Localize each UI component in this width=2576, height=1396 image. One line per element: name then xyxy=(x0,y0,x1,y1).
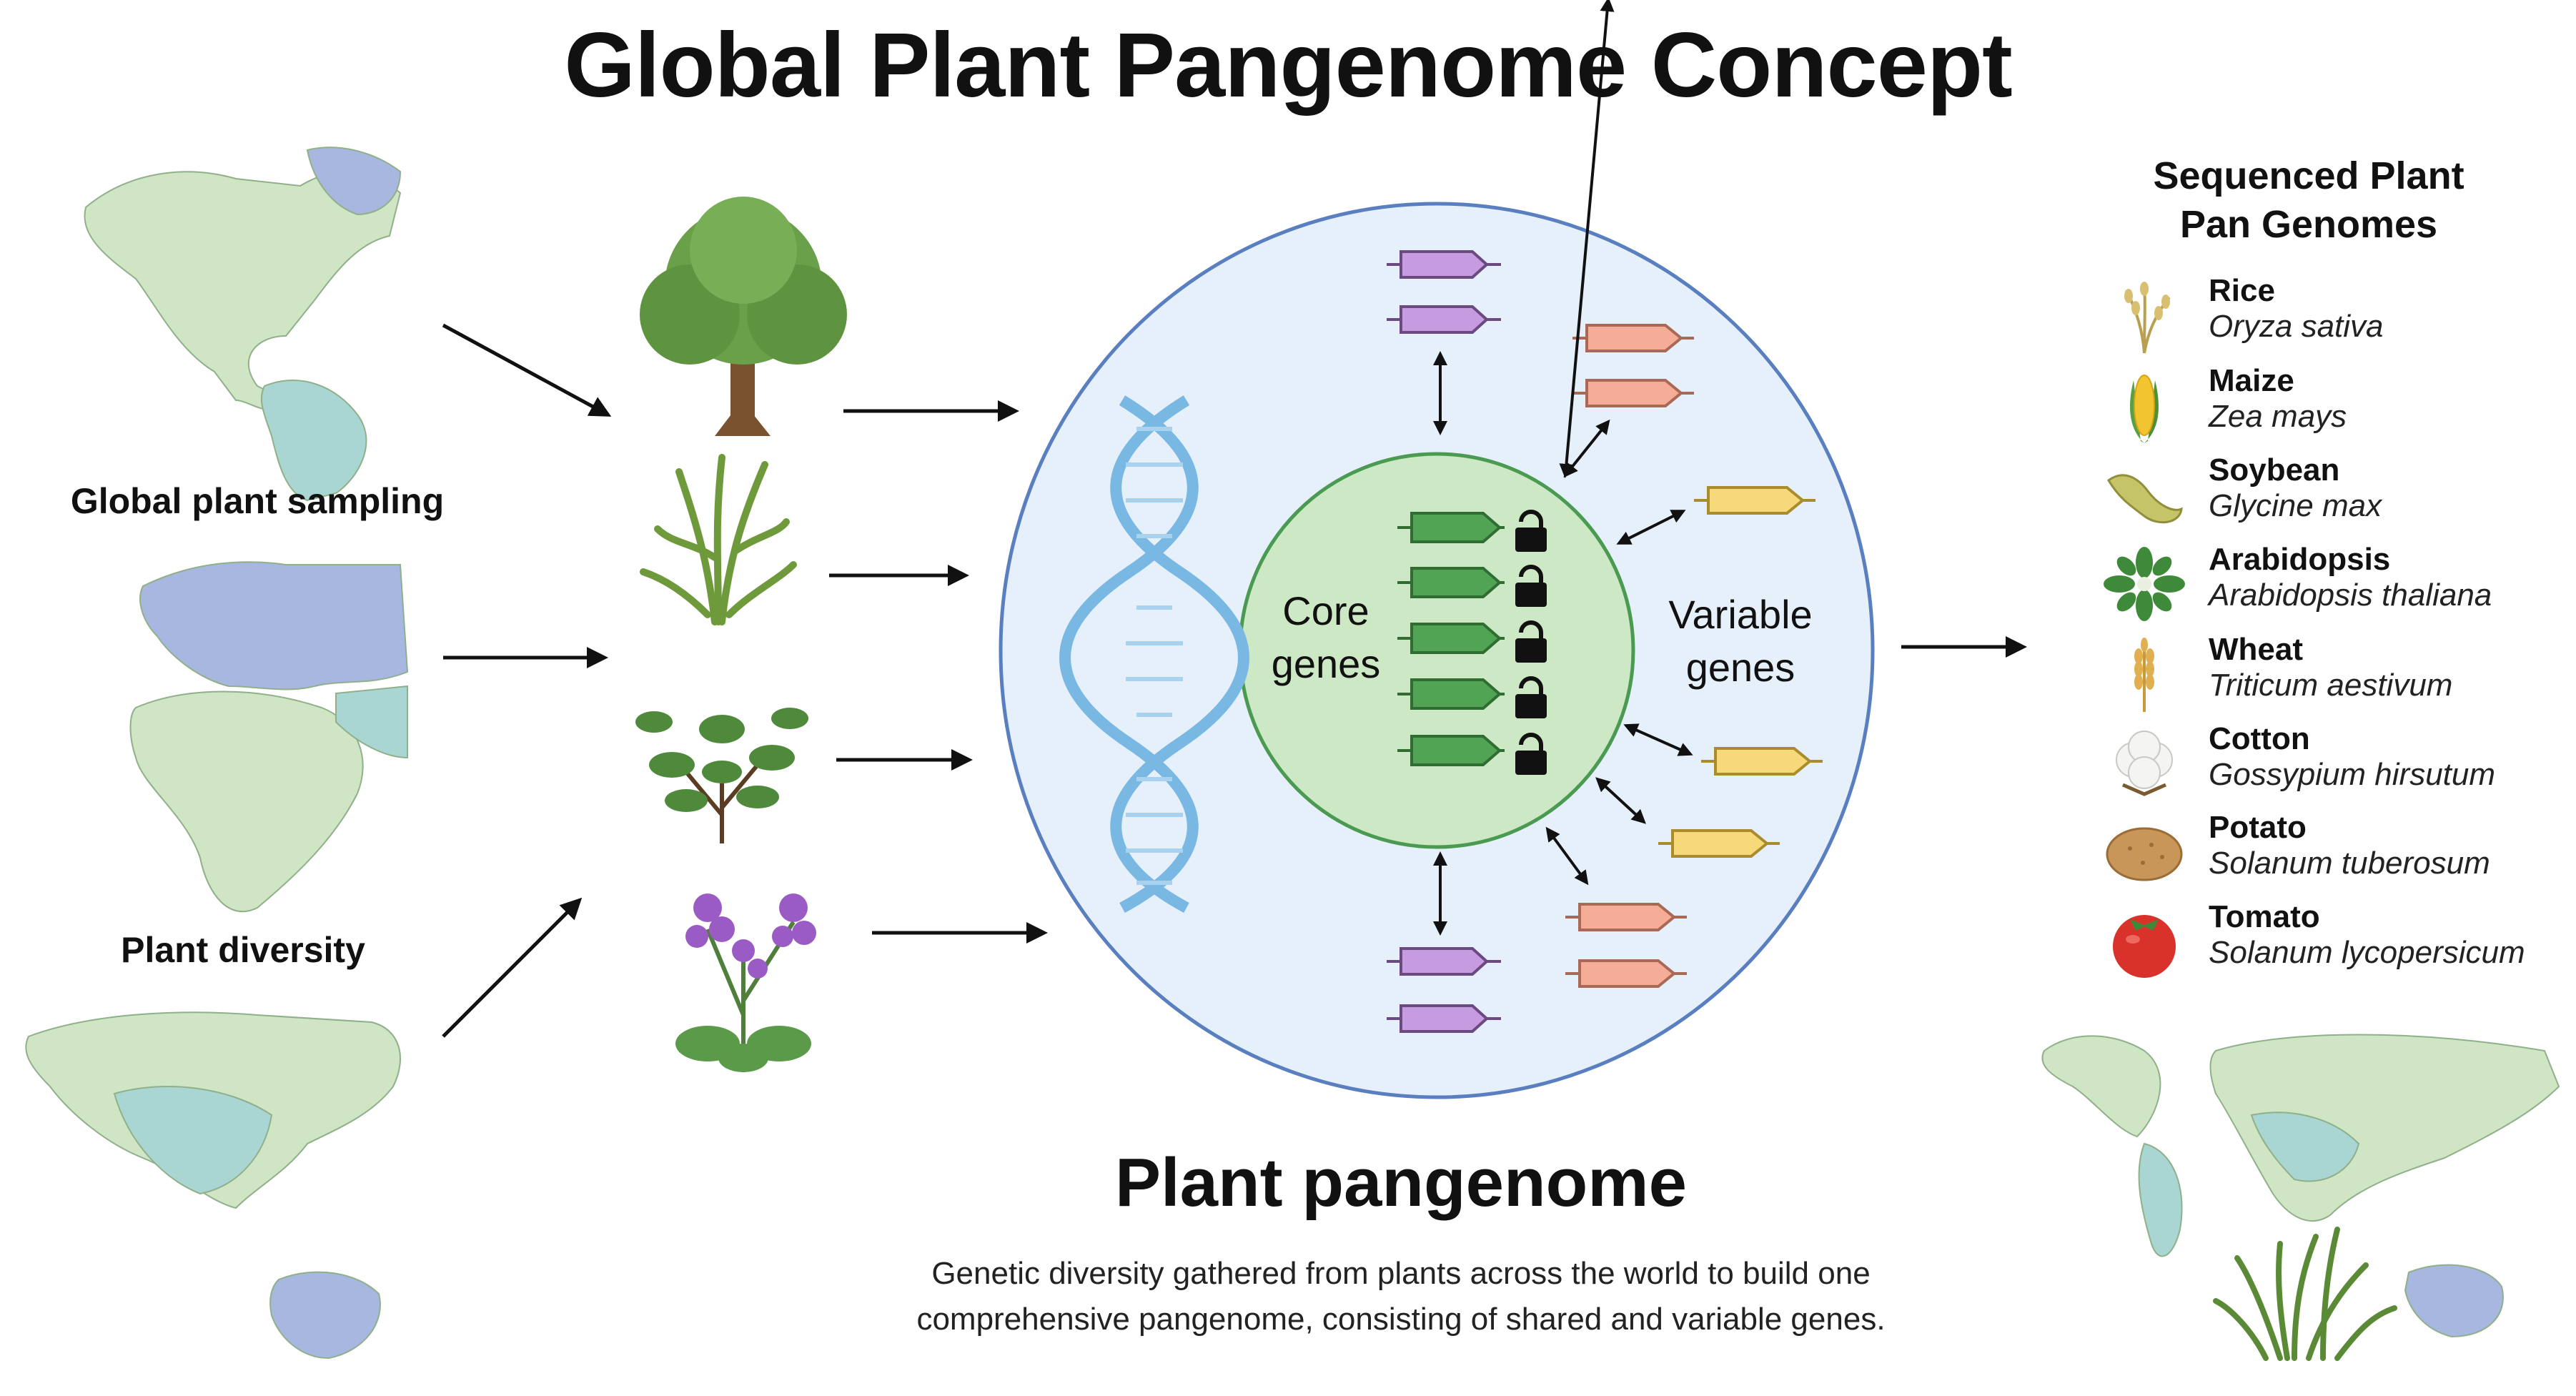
dna-rungs xyxy=(1126,427,1183,885)
asia-australia-map xyxy=(25,1011,401,1360)
species-common-name: Rice xyxy=(2209,273,2275,308)
core-genes-label-line1: Core xyxy=(1282,588,1369,633)
variable-gene-yellow-2 xyxy=(1701,747,1823,776)
arrow-map-to-shrub xyxy=(442,897,583,1038)
species-latin-name: Solanum lycopersicum xyxy=(2209,935,2525,970)
maize-icon xyxy=(2130,375,2159,443)
variable-genes-label-line2: genes xyxy=(1685,645,1795,690)
caption-line-1: Genetic diversity gathered from plants a… xyxy=(931,1256,1871,1291)
lock-icon xyxy=(1515,620,1547,663)
grass-plant-icon xyxy=(640,454,797,625)
grass-tuft-icon xyxy=(2213,1227,2397,1361)
variable-gene-purple-bottom-1 xyxy=(1387,947,1501,976)
species-common-name: Cotton xyxy=(2209,721,2310,756)
species-item-wheat: Wheat Triticum aestivum xyxy=(2101,632,2573,718)
species-latin-name: Glycine max xyxy=(2209,488,2382,523)
species-latin-name: Oryza sativa xyxy=(2209,309,2384,344)
arrow-map-to-tree xyxy=(442,323,612,417)
species-latin-name: Arabidopsis thaliana xyxy=(2209,578,2492,613)
species-common-name: Arabidopsis xyxy=(2209,542,2391,577)
rice-icon xyxy=(2124,282,2171,354)
cotton-icon xyxy=(2116,731,2173,796)
species-item-arabidopsis: Arabidopsis Arabidopsis thaliana xyxy=(2101,542,2573,628)
tree-icon xyxy=(640,197,847,436)
species-common-name: Wheat xyxy=(2209,632,2303,667)
world-map xyxy=(2041,1034,2560,1338)
core-gene-set xyxy=(1397,512,1505,766)
species-latin-name: Zea mays xyxy=(2209,399,2347,434)
species-latin-name: Gossypium hirsutum xyxy=(2209,757,2496,792)
variable-gene-purple-bottom-2 xyxy=(1387,1004,1501,1033)
potato-icon xyxy=(2106,827,2183,881)
variable-gene-salmon-lower-2 xyxy=(1565,959,1687,988)
europe-africa-map xyxy=(129,561,409,913)
variable-gene-yellow-1 xyxy=(1694,486,1815,515)
species-item-potato: Potato Solanum tuberosum xyxy=(2101,810,2573,896)
variable-gene-salmon-lower-1 xyxy=(1565,903,1687,931)
wheat-icon xyxy=(2134,638,2154,712)
species-list-title-line1: Sequenced Plant xyxy=(2153,154,2464,197)
species-common-name: Potato xyxy=(2209,810,2307,845)
plant-pangenome-title: Plant pangenome xyxy=(1114,1144,1688,1221)
lock-icon xyxy=(1515,565,1547,607)
core-genes-label: Core genes xyxy=(1244,585,1408,690)
core-gene-3 xyxy=(1397,623,1505,654)
variable-gene-purple-top-1 xyxy=(1387,250,1501,279)
lock-icon xyxy=(1515,510,1547,552)
species-item-cotton: Cotton Gossypium hirsutum xyxy=(2101,721,2573,807)
americas-map xyxy=(84,147,402,502)
core-gene-2 xyxy=(1397,567,1505,598)
species-list-title: Sequenced Plant Pan Genomes xyxy=(2059,152,2559,249)
variable-gene-purple-top-2 xyxy=(1387,305,1501,334)
species-common-name: Soybean xyxy=(2209,452,2340,487)
shrub-icon xyxy=(635,708,808,843)
variable-genes-label-line1: Variable xyxy=(1668,592,1813,637)
exchange-arrows xyxy=(1433,0,1693,936)
species-item-soybean: Soybean Glycine max xyxy=(2101,452,2573,538)
caption-line-2: comprehensive pangenome, consisting of s… xyxy=(916,1302,1886,1337)
species-list-title-line2: Pan Genomes xyxy=(2179,203,2438,246)
species-item-rice: Rice Oryza sativa xyxy=(2101,273,2573,359)
dna-helix-icon xyxy=(1059,395,1249,914)
flowering-plant-icon xyxy=(675,893,816,1072)
soybean-icon xyxy=(2107,474,2183,524)
global-plant-sampling-label: Global plant sampling xyxy=(70,481,445,521)
lock-icon xyxy=(1515,676,1547,718)
lock-icons xyxy=(1515,510,1547,775)
variable-gene-yellow-3 xyxy=(1658,829,1780,858)
species-latin-name: Triticum aestivum xyxy=(2209,668,2453,703)
plant-diversity-label: Plant diversity xyxy=(121,930,365,970)
species-latin-name: Solanum tuberosum xyxy=(2209,846,2490,881)
core-gene-4 xyxy=(1397,678,1505,710)
diagram-title: Global Plant Pangenome Concept xyxy=(564,14,2012,117)
lock-icon xyxy=(1515,733,1547,775)
species-item-tomato: Tomato Solanum lycopersicum xyxy=(2101,899,2573,985)
species-common-name: Tomato xyxy=(2209,899,2320,934)
core-genes-label-line2: genes xyxy=(1271,641,1381,686)
core-gene-5 xyxy=(1397,735,1505,766)
tomato-icon xyxy=(2113,915,2176,978)
species-item-maize: Maize Zea mays xyxy=(2101,363,2573,449)
variable-genes-label: Variable genes xyxy=(1637,588,1844,694)
species-common-name: Maize xyxy=(2209,363,2294,398)
pangenome-caption: Genetic diversity gathered from plants a… xyxy=(786,1251,2016,1342)
core-gene-1 xyxy=(1397,512,1505,543)
arabidopsis-icon xyxy=(2104,547,2185,621)
